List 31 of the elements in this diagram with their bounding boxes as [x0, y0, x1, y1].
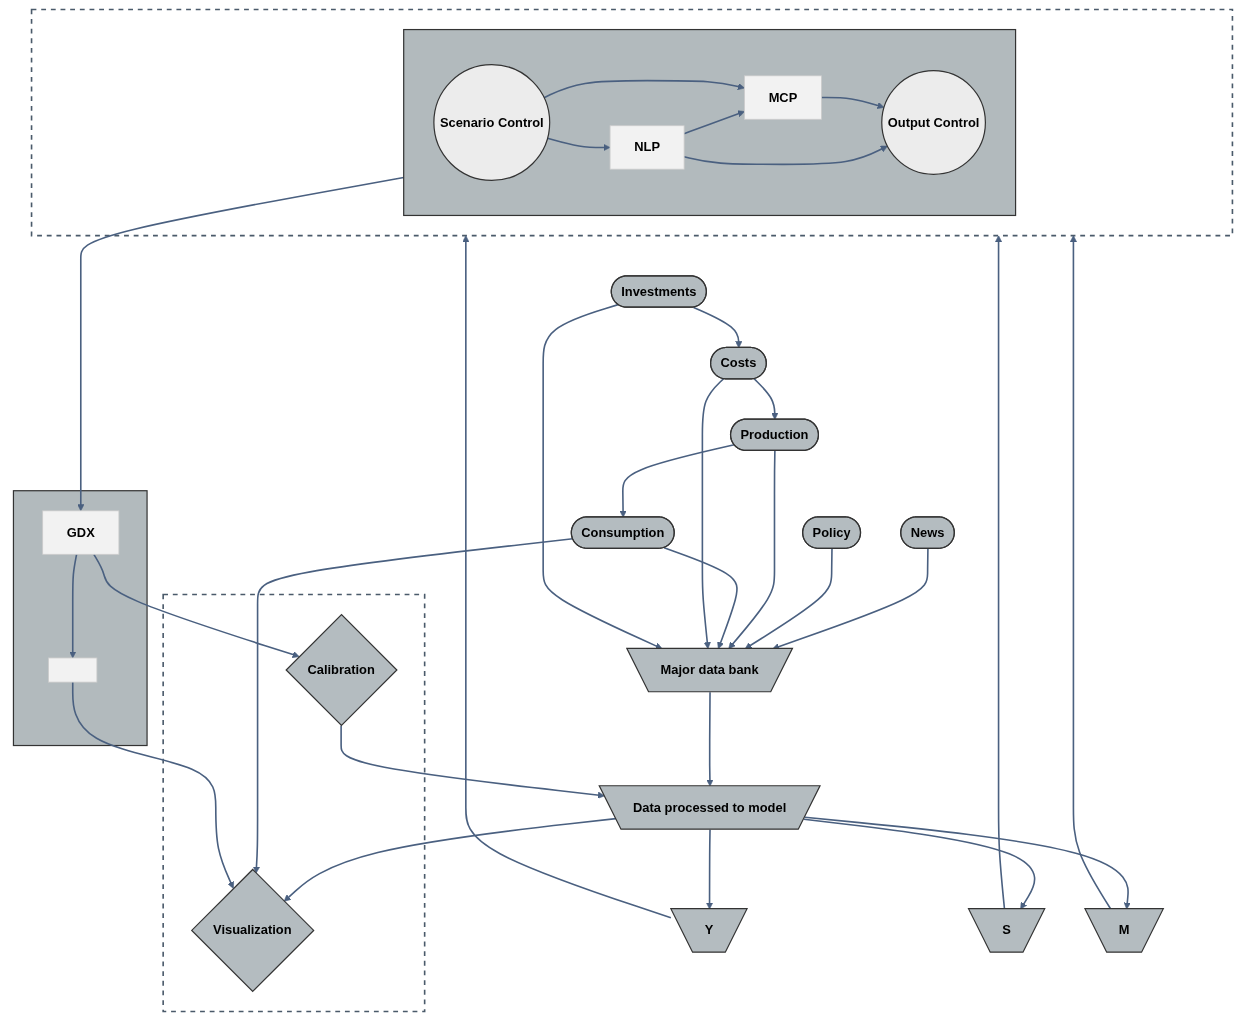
arrow [753, 377, 778, 420]
arrow [803, 816, 1131, 909]
arrow [994, 234, 1005, 909]
node-box: NLP [609, 124, 685, 170]
node-circle: Scenario Control [432, 63, 550, 181]
arrow [283, 817, 617, 902]
node-diamond: Visualization [190, 868, 315, 992]
arrow [92, 553, 300, 658]
arrow [619, 443, 735, 518]
arrow [339, 724, 605, 799]
arrow [802, 817, 1035, 909]
arrow [682, 109, 745, 134]
arrow [546, 137, 610, 151]
cluster [161, 593, 425, 1012]
arrow [1069, 234, 1111, 909]
cluster [30, 8, 1233, 236]
arrow [461, 234, 672, 919]
arrow [68, 553, 77, 658]
node-diamond: Calibration [284, 613, 398, 726]
node-box [47, 657, 97, 682]
arrow [71, 680, 234, 889]
arrow [705, 828, 713, 909]
cluster [402, 28, 1016, 216]
arrow [682, 145, 888, 165]
arrow [692, 306, 742, 348]
cluster [12, 489, 148, 746]
arrow [820, 96, 884, 109]
node-circle: Output Control [880, 69, 986, 175]
arrow [252, 537, 574, 873]
node-box: GDX [41, 509, 119, 555]
node-box: MCP [743, 74, 822, 120]
